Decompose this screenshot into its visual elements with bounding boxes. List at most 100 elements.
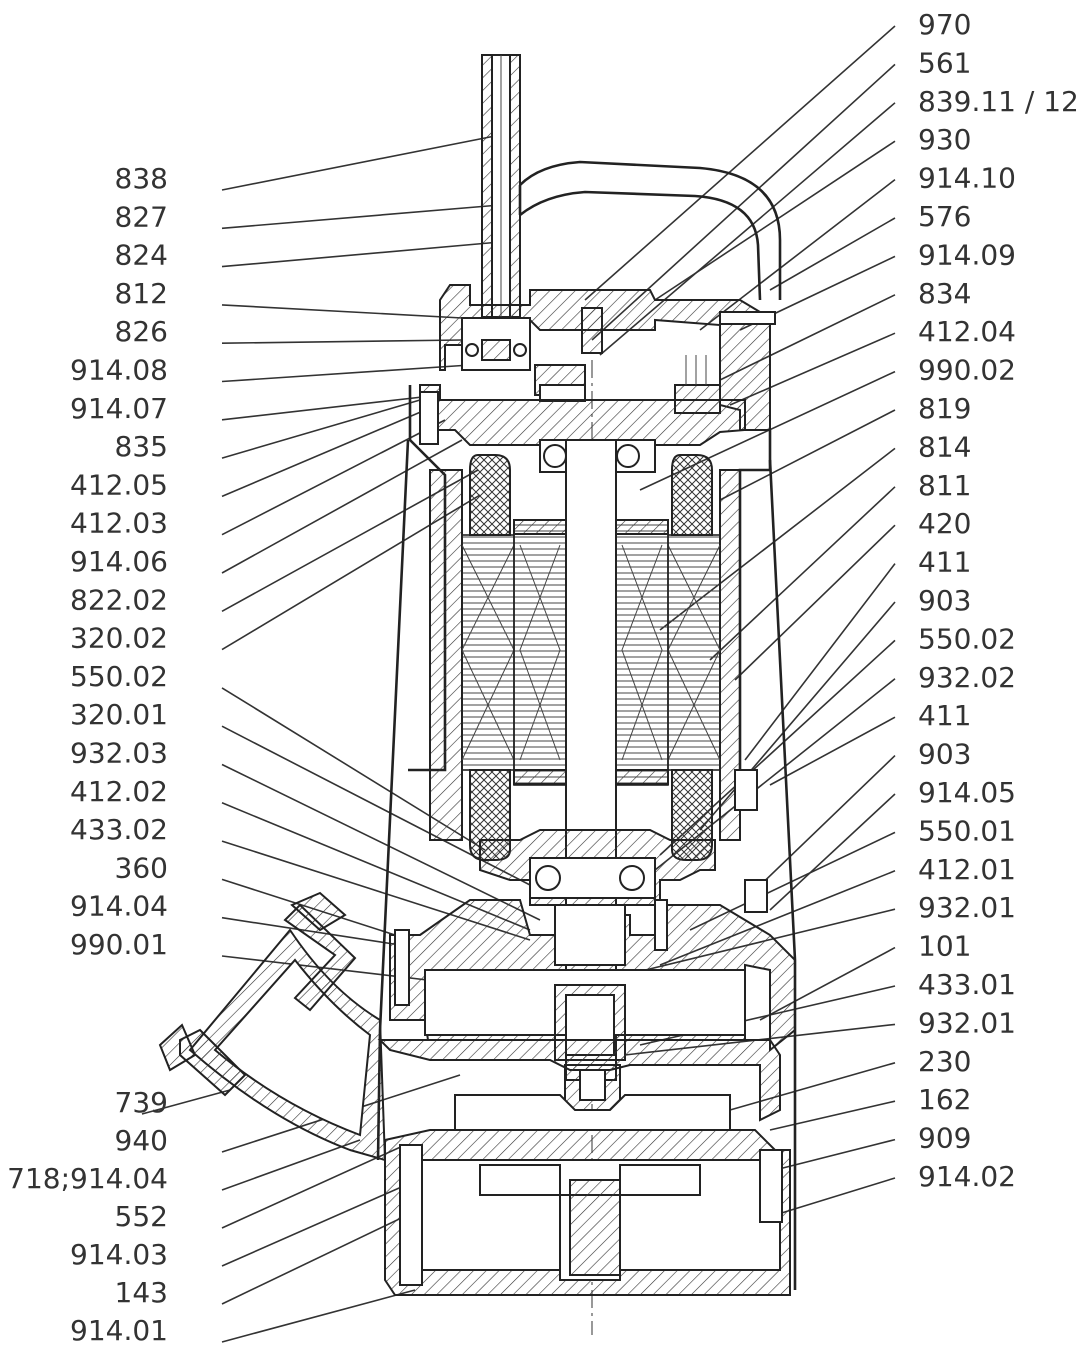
handle-bolt bbox=[719, 311, 776, 325]
leader-line bbox=[221, 399, 421, 459]
left-label: 550.02 bbox=[70, 660, 168, 693]
left-label: 822.02 bbox=[70, 583, 168, 616]
right-label: 839.11 / 12 bbox=[918, 85, 1079, 118]
leader-line bbox=[221, 1144, 406, 1229]
leader-line bbox=[221, 204, 501, 230]
left-label: 412.02 bbox=[70, 775, 168, 808]
right-label: 420 bbox=[918, 507, 971, 540]
upper-screw bbox=[419, 391, 439, 445]
right-label: 914.09 bbox=[918, 238, 1016, 271]
right-label: 819 bbox=[918, 392, 971, 425]
leader-line bbox=[769, 217, 896, 291]
leader-line bbox=[221, 241, 501, 268]
pump-body bbox=[158, 54, 797, 1335]
leader-line bbox=[654, 140, 896, 301]
left-label: 914.07 bbox=[70, 392, 168, 425]
right-label: 909 bbox=[918, 1122, 971, 1155]
right-label: 433.01 bbox=[918, 968, 1016, 1001]
right-label: 412.04 bbox=[918, 315, 1016, 348]
left-label: 824 bbox=[115, 239, 168, 272]
left-label: 320.02 bbox=[70, 622, 168, 655]
right-label: 970 bbox=[918, 8, 971, 41]
right-label: 990.02 bbox=[918, 354, 1016, 387]
coupling-claw-bottom bbox=[158, 1023, 197, 1072]
right-label: 932.02 bbox=[918, 661, 1016, 694]
base-bolt bbox=[399, 1144, 423, 1286]
left-label: 433.02 bbox=[70, 813, 168, 846]
right-label: 550.01 bbox=[918, 814, 1016, 847]
right-label: 411 bbox=[918, 699, 971, 732]
leader-line bbox=[221, 364, 471, 383]
left-label: 914.08 bbox=[70, 354, 168, 387]
rotor-left bbox=[513, 519, 567, 786]
casing-bolt bbox=[759, 1149, 783, 1223]
leader-line bbox=[744, 563, 896, 761]
right-label: 914.02 bbox=[918, 1160, 1016, 1193]
left-labels: 838827824812826914.08914.07835412.05412.… bbox=[70, 162, 168, 961]
left-label: 360 bbox=[115, 851, 168, 884]
left-label: 932.03 bbox=[70, 737, 168, 770]
left-label: 412.05 bbox=[70, 468, 168, 501]
rotor-right bbox=[615, 519, 669, 786]
leader-line bbox=[141, 1089, 231, 1115]
left-bottom-label: 552 bbox=[115, 1200, 168, 1233]
left-bottom-label: 718;914.04 bbox=[7, 1162, 168, 1195]
left-label: 914.04 bbox=[70, 890, 168, 923]
seal-screw bbox=[654, 899, 668, 951]
right-label: 814 bbox=[918, 430, 971, 463]
left-bottom-label: 143 bbox=[115, 1276, 168, 1309]
leader-line bbox=[729, 1062, 896, 1111]
winding-head-top-left bbox=[469, 454, 511, 536]
left-label: 838 bbox=[115, 162, 168, 195]
leader-line bbox=[221, 1289, 416, 1343]
leader-line bbox=[719, 409, 896, 501]
leader-line bbox=[221, 1139, 361, 1191]
leader-line bbox=[584, 25, 896, 301]
left-label: 320.01 bbox=[70, 698, 168, 731]
left-label: 412.03 bbox=[70, 507, 168, 540]
lifting-handle bbox=[519, 160, 782, 300]
left-bottom-label: 914.03 bbox=[70, 1238, 168, 1271]
motor-housing-right bbox=[738, 430, 772, 770]
right-label: 903 bbox=[918, 738, 971, 771]
right-label: 576 bbox=[918, 200, 971, 233]
junction-screw bbox=[734, 769, 758, 811]
leader-line bbox=[221, 439, 463, 574]
right-label: 903 bbox=[918, 584, 971, 617]
right-label: 811 bbox=[918, 469, 971, 502]
left-bottom-label: 914.01 bbox=[70, 1314, 168, 1346]
leader-line bbox=[749, 755, 896, 896]
stator-core-left bbox=[461, 534, 515, 771]
left-label: 990.01 bbox=[70, 928, 168, 961]
stator-core-right bbox=[667, 534, 721, 771]
right-label: 162 bbox=[918, 1083, 971, 1116]
casing-screw bbox=[394, 929, 410, 1006]
leader-line bbox=[221, 304, 463, 319]
leader-line bbox=[734, 524, 896, 681]
leader-line bbox=[769, 1100, 896, 1131]
right-label: 101 bbox=[918, 930, 971, 963]
leader-line bbox=[774, 1177, 896, 1216]
upper-mechanical-seal bbox=[554, 904, 626, 966]
leader-line bbox=[221, 419, 446, 536]
leader-line bbox=[774, 1138, 896, 1171]
right-label: 230 bbox=[918, 1045, 971, 1078]
right-label: 550.02 bbox=[918, 622, 1016, 655]
right-label: 932.01 bbox=[918, 891, 1016, 924]
casing-wear-plate bbox=[377, 1039, 781, 1122]
right-label: 411 bbox=[918, 546, 971, 579]
leader-line bbox=[221, 394, 441, 421]
left-label: 914.06 bbox=[70, 545, 168, 578]
coupling-claw-top bbox=[290, 891, 347, 932]
left-label: 827 bbox=[115, 200, 168, 233]
leader-line bbox=[769, 716, 896, 786]
left-bottom-label: 940 bbox=[115, 1124, 168, 1157]
terminal-bolt bbox=[581, 307, 603, 354]
leader-line bbox=[221, 407, 431, 498]
right-label: 412.01 bbox=[918, 853, 1016, 886]
right-label: 914.10 bbox=[918, 162, 1016, 195]
leader-line bbox=[221, 134, 501, 191]
